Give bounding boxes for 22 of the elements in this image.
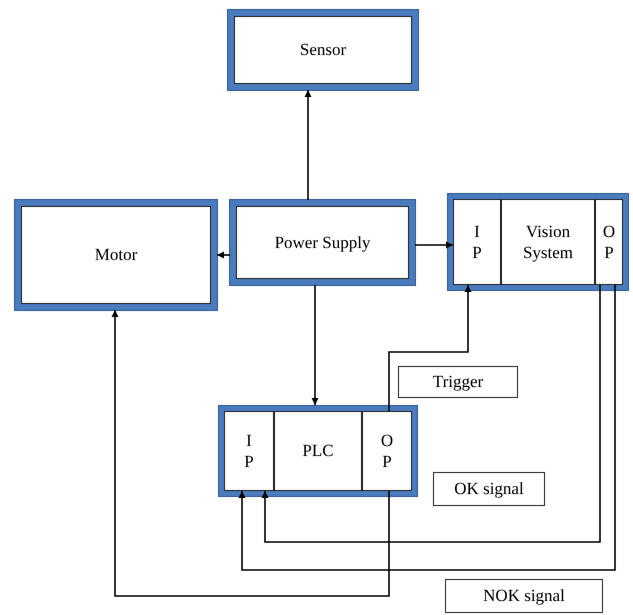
arrow <box>262 285 601 543</box>
block-box: Motor <box>15 200 217 310</box>
block-box: Sensor <box>228 10 418 90</box>
arrow <box>112 310 390 597</box>
edge-label: Trigger <box>398 366 518 398</box>
module-cell: PLC <box>274 411 362 491</box>
module-frame <box>447 193 629 291</box>
edge-label: OK signal <box>433 472 545 506</box>
port-cell: I P <box>224 411 274 491</box>
arrow <box>238 285 616 571</box>
edge-label: NOK signal <box>445 579 603 613</box>
port-cell: O P <box>362 411 412 491</box>
arrow <box>415 242 453 248</box>
block-box: Power Supply <box>230 200 415 285</box>
module-cell: Vision System <box>501 199 595 285</box>
arrow <box>312 285 318 405</box>
port-cell: I P <box>453 199 501 285</box>
arrow <box>217 252 230 258</box>
port-cell: O P <box>595 199 623 285</box>
module-frame <box>218 405 418 497</box>
arrow <box>304 90 312 200</box>
arrow <box>388 285 472 411</box>
